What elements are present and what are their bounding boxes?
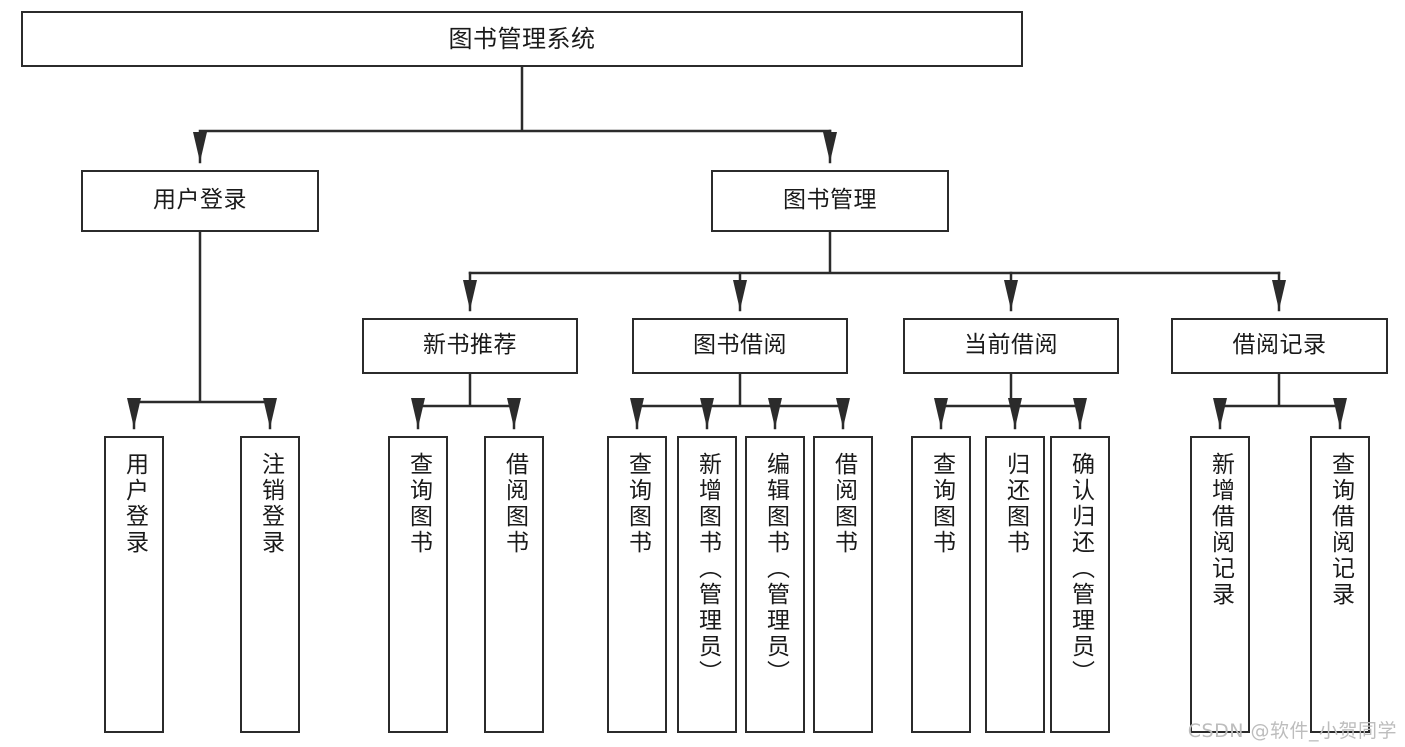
- node-leaf-query-book-current[interactable]: 查询图书: [911, 436, 971, 733]
- node-root[interactable]: 图书管理系统: [21, 11, 1023, 67]
- arrowhead-icon: [507, 398, 521, 428]
- node-label: 用户登录: [153, 187, 247, 214]
- node-label: 借阅图书: [501, 452, 528, 556]
- arrowhead-icon: [1073, 398, 1087, 428]
- arrowhead-icon: [411, 398, 425, 428]
- arrowhead-icon: [1213, 398, 1227, 428]
- node-leaf-confirm-return-admin[interactable]: 确认归还（管理员）: [1050, 436, 1110, 733]
- node-label: 新书推荐: [423, 332, 517, 359]
- node-leaf-edit-book-admin[interactable]: 编辑图书（管理员）: [745, 436, 805, 733]
- node-label: 新增借阅记录: [1207, 452, 1234, 608]
- arrowhead-icon: [700, 398, 714, 428]
- connector-line: [939, 372, 1082, 430]
- connector-line: [416, 372, 516, 430]
- node-label: 确认归还（管理员）: [1067, 452, 1094, 686]
- node-new-book-recommend[interactable]: 新书推荐: [362, 318, 578, 374]
- node-book-management[interactable]: 图书管理: [711, 170, 949, 232]
- node-label: 借阅图书: [830, 452, 857, 556]
- node-label: 图书借阅: [693, 332, 787, 359]
- arrowhead-icon: [1008, 398, 1022, 428]
- connector-line: [198, 65, 832, 164]
- node-leaf-query-book-borrow[interactable]: 查询图书: [607, 436, 667, 733]
- node-label: 查询图书: [928, 452, 955, 556]
- connector-line: [132, 230, 272, 430]
- node-leaf-query-book-rec[interactable]: 查询图书: [388, 436, 448, 733]
- node-label: 查询图书: [405, 452, 432, 556]
- node-label: 图书管理系统: [448, 24, 596, 53]
- connector-line: [468, 230, 1281, 275]
- node-leaf-user-login[interactable]: 用户登录: [104, 436, 164, 733]
- arrowhead-icon: [1272, 280, 1286, 310]
- arrowhead-icon: [127, 398, 141, 428]
- node-label: 当前借阅: [964, 332, 1058, 359]
- node-leaf-return-book[interactable]: 归还图书: [985, 436, 1045, 733]
- node-leaf-query-borrow-record[interactable]: 查询借阅记录: [1310, 436, 1370, 733]
- arrowhead-icon: [836, 398, 850, 428]
- node-label: 归还图书: [1002, 452, 1029, 556]
- node-label: 查询图书: [624, 452, 651, 556]
- csdn-watermark: CSDN @软件_小贺同学: [1187, 720, 1397, 742]
- node-label: 图书管理: [783, 187, 877, 214]
- arrowhead-icon: [463, 280, 477, 310]
- connector-line: [1218, 372, 1342, 430]
- node-label: 借阅记录: [1232, 332, 1327, 359]
- node-leaf-user-logout[interactable]: 注销登录: [240, 436, 300, 733]
- node-label: 用户登录: [121, 452, 148, 556]
- arrowhead-icon: [1333, 398, 1347, 428]
- node-current-borrow[interactable]: 当前借阅: [903, 318, 1119, 374]
- node-label: 查询借阅记录: [1327, 452, 1354, 608]
- node-borrow-record[interactable]: 借阅记录: [1171, 318, 1388, 374]
- arrowhead-icon: [823, 132, 837, 162]
- node-label: 编辑图书（管理员）: [762, 452, 789, 686]
- node-leaf-borrow-book[interactable]: 借阅图书: [813, 436, 873, 733]
- arrowhead-icon: [630, 398, 644, 428]
- arrowhead-icon: [263, 398, 277, 428]
- arrowhead-icon: [768, 398, 782, 428]
- node-book-borrow[interactable]: 图书借阅: [632, 318, 848, 374]
- arrowhead-icon: [934, 398, 948, 428]
- node-label: 新增图书（管理员）: [694, 452, 721, 686]
- node-label: 注销登录: [257, 452, 284, 556]
- node-user-login[interactable]: 用户登录: [81, 170, 319, 232]
- arrowhead-icon: [1004, 280, 1018, 310]
- connector-line: [635, 372, 845, 430]
- arrowhead-icon: [733, 280, 747, 310]
- arrowhead-icon: [193, 132, 207, 162]
- node-leaf-borrow-book-rec[interactable]: 借阅图书: [484, 436, 544, 733]
- node-leaf-add-book-admin[interactable]: 新增图书（管理员）: [677, 436, 737, 733]
- node-leaf-add-borrow-record[interactable]: 新增借阅记录: [1190, 436, 1250, 733]
